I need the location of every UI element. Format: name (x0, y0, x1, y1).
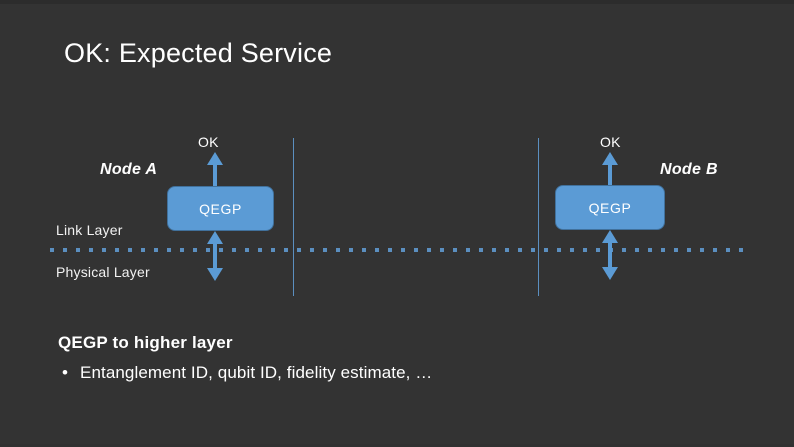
node-b-boundary-line (538, 138, 539, 296)
link-layer-label: Link Layer (56, 222, 123, 238)
node-a-qegp-box[interactable]: QEGP (167, 186, 274, 231)
notes-heading: QEGP to higher layer (58, 333, 233, 352)
node-a-boundary-line (293, 138, 294, 296)
node-b-qegp-label: QEGP (588, 199, 632, 216)
node-a-up-arrow-icon (207, 152, 223, 188)
notes-bullet-text: Entanglement ID, qubit ID, fidelity esti… (80, 363, 433, 382)
node-a-ok-label: OK (198, 134, 219, 150)
node-b-double-arrow-icon (602, 230, 618, 280)
layer-divider-dashed-line (50, 248, 748, 252)
node-b-name-label: Node B (660, 161, 718, 178)
node-b-qegp-box[interactable]: QEGP (555, 185, 665, 230)
node-a-qegp-label: QEGP (199, 200, 242, 217)
node-b-ok-label: OK (600, 134, 621, 150)
node-a-double-arrow-icon (207, 231, 223, 281)
page-title: OK: Expected Service (64, 38, 333, 68)
physical-layer-label: Physical Layer (56, 264, 150, 280)
bullet-marker-icon: • (62, 363, 68, 382)
slide-bottom-edge (0, 444, 794, 447)
node-b-up-arrow-icon (602, 152, 618, 186)
slide-top-edge (0, 0, 794, 4)
node-a-name-label: Node A (100, 161, 158, 178)
notes-bullet-item: • Entanglement ID, qubit ID, fidelity es… (58, 362, 748, 384)
notes-block: QEGP to higher layer • Entanglement ID, … (58, 333, 748, 384)
